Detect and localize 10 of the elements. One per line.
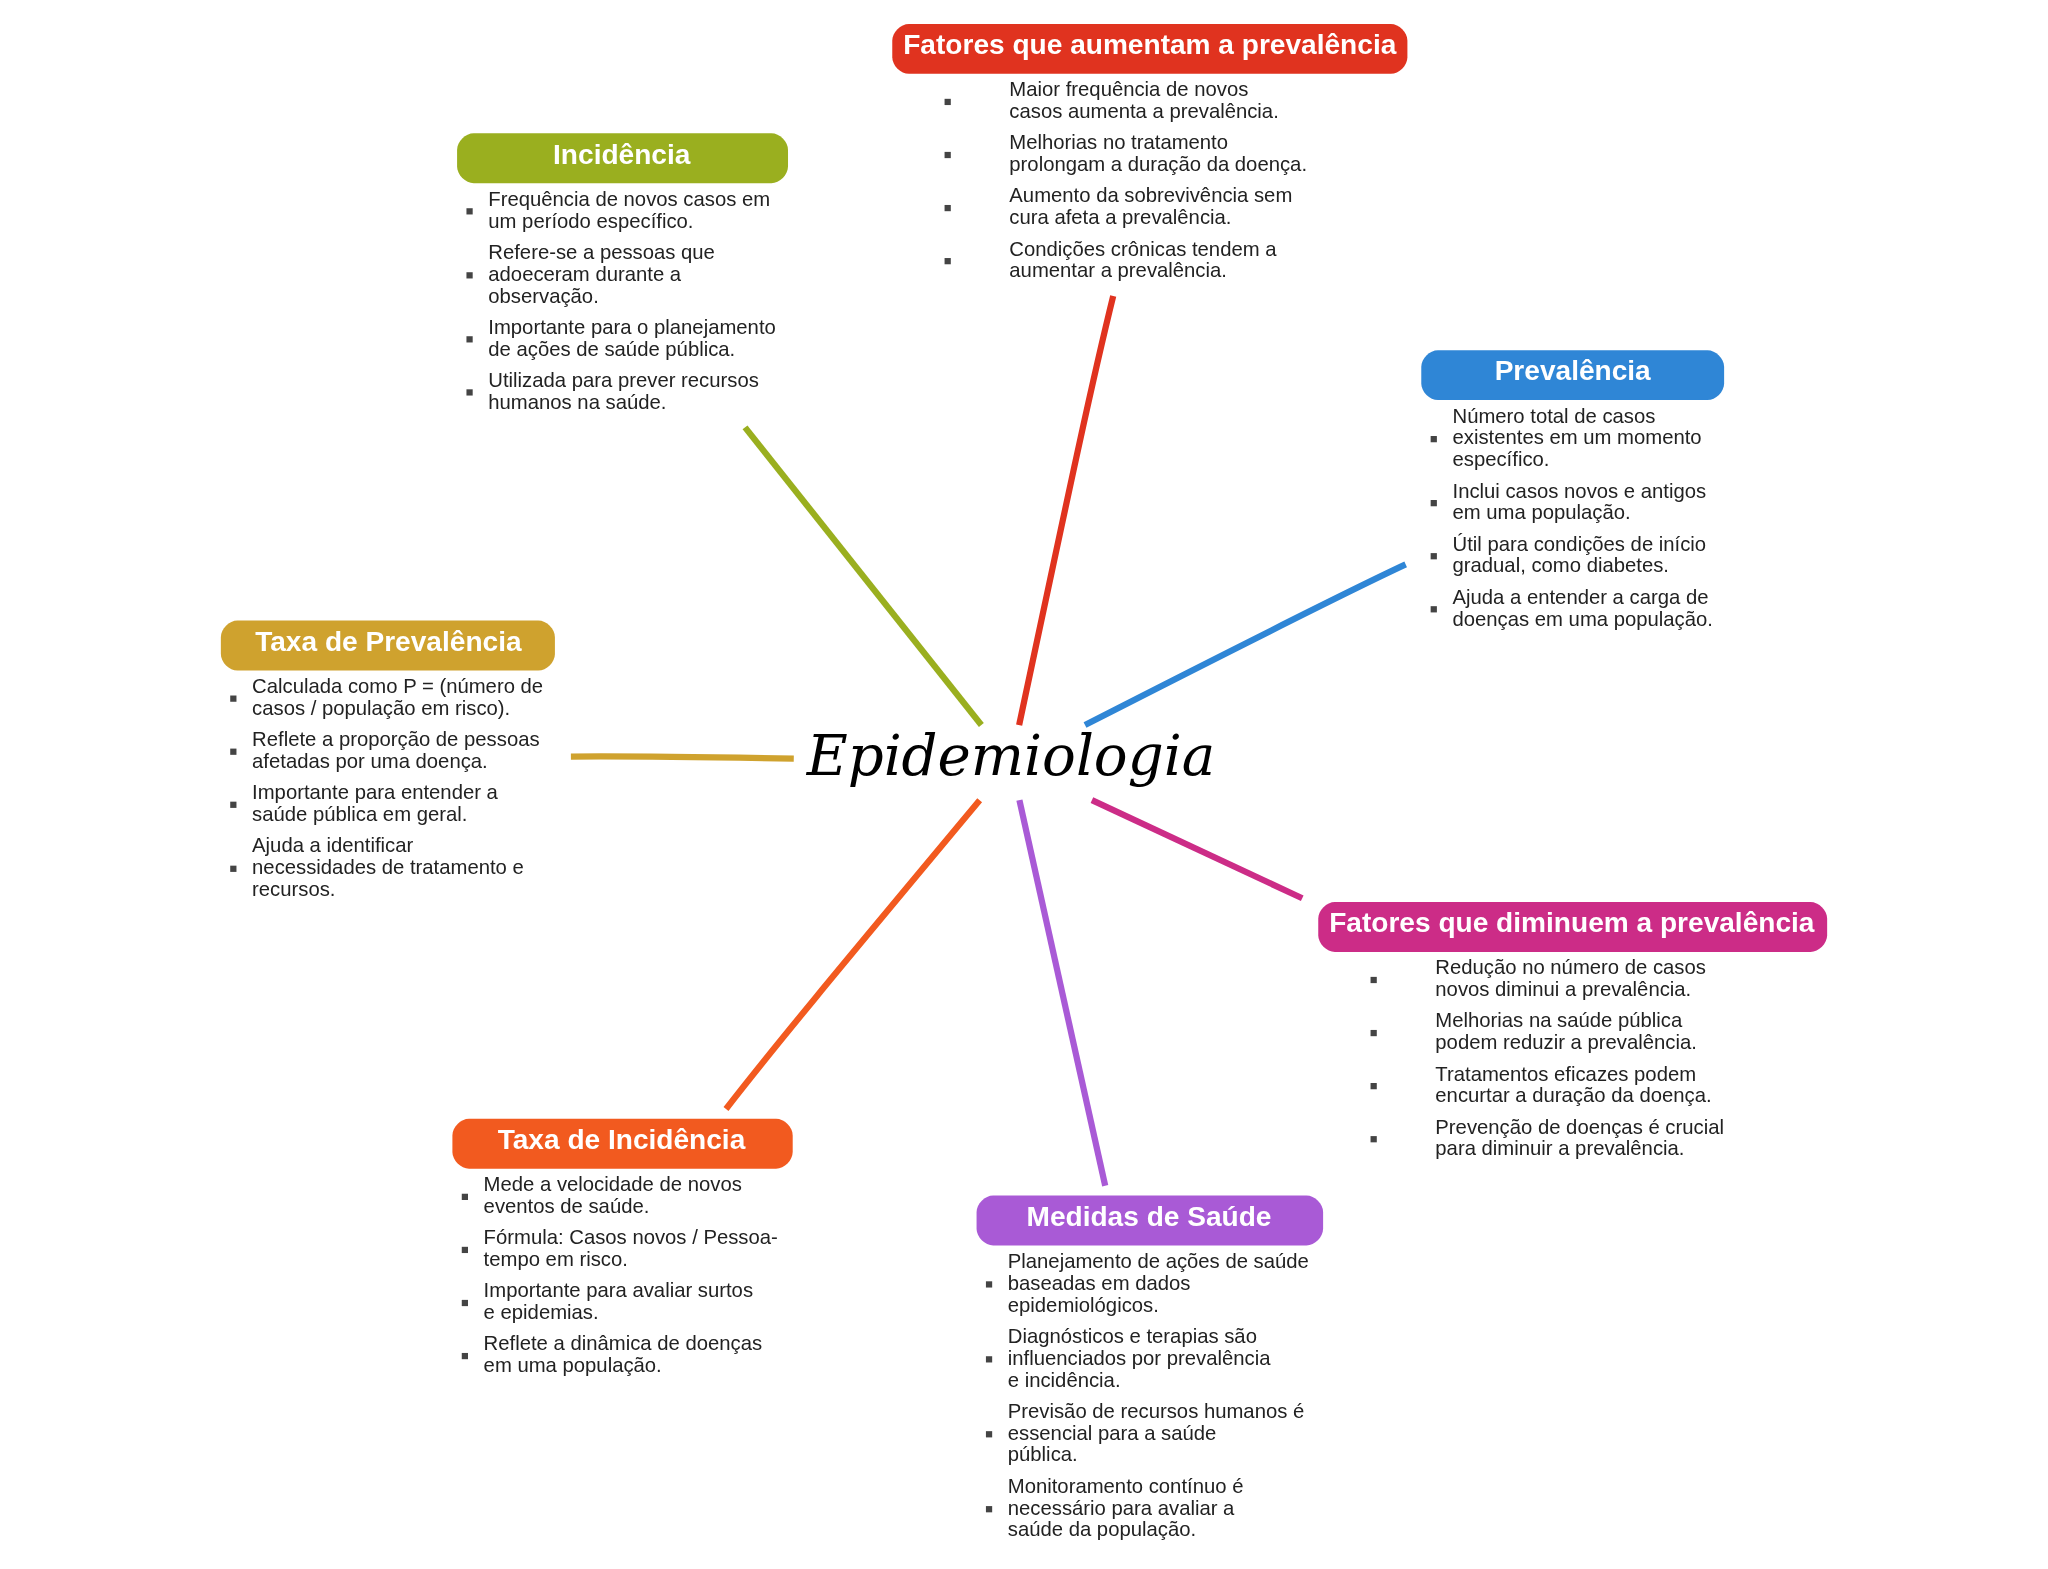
connector xyxy=(1090,797,1304,902)
connector xyxy=(1016,295,1117,726)
connector xyxy=(570,753,794,762)
node-text: Epidemiologia xyxy=(806,722,1216,788)
connector xyxy=(1083,561,1407,728)
connector xyxy=(742,425,984,727)
connector xyxy=(1016,799,1109,1187)
connector xyxy=(723,798,983,1111)
node-label: recursos. xyxy=(252,877,336,900)
node-label: necessário para avaliar a saúde da população. xyxy=(1007,1496,1235,1541)
